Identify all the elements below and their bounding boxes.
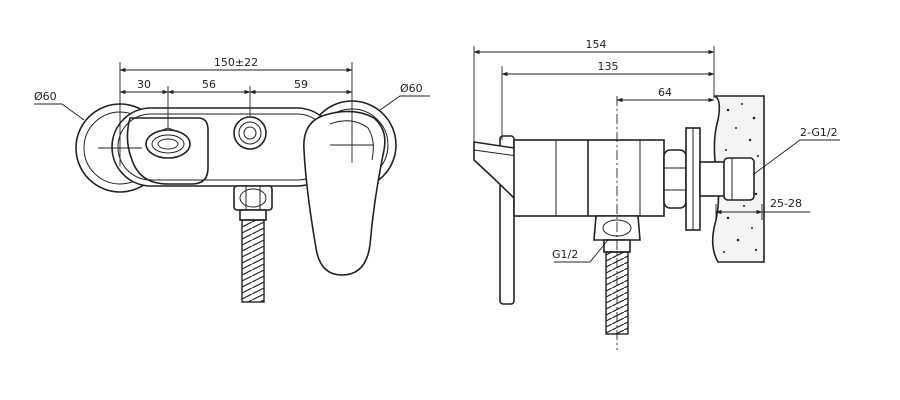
- dim-middle-label: 56: [202, 78, 216, 91]
- dim-total-label: 154: [586, 38, 607, 51]
- wall-range-label: 25-28: [770, 197, 802, 210]
- dim-body-label: 135: [598, 60, 619, 73]
- side-view: 154 135 64 2-G1/2 25-28 G1/2: [473, 38, 840, 350]
- mixer-body: [111, 107, 337, 187]
- dim-right-label: 59: [294, 78, 308, 91]
- dia-left-label: Ø60: [34, 90, 57, 103]
- side-inlet-fitting: [699, 157, 755, 201]
- diverter-recess: [126, 117, 209, 185]
- front-view: 150±22 30 56 59 Ø60 Ø60: [34, 56, 430, 303]
- thread-outlet-label: G1/2: [552, 248, 578, 261]
- front-dimensions: [34, 62, 430, 140]
- thread-inlet-label: 2-G1/2: [800, 126, 838, 139]
- dim-overall-label: 150±22: [214, 56, 258, 69]
- dim-left-label: 30: [137, 78, 151, 91]
- side-dimensions: [473, 46, 840, 263]
- side-body: [513, 139, 665, 217]
- shower-hose: [241, 219, 265, 303]
- side-hex-nut: [663, 149, 687, 209]
- lever-handle: [303, 110, 386, 276]
- dia-right-label: Ø60: [400, 82, 423, 95]
- dim-outlet-label: 64: [658, 86, 672, 99]
- outlet-nut: [233, 185, 273, 221]
